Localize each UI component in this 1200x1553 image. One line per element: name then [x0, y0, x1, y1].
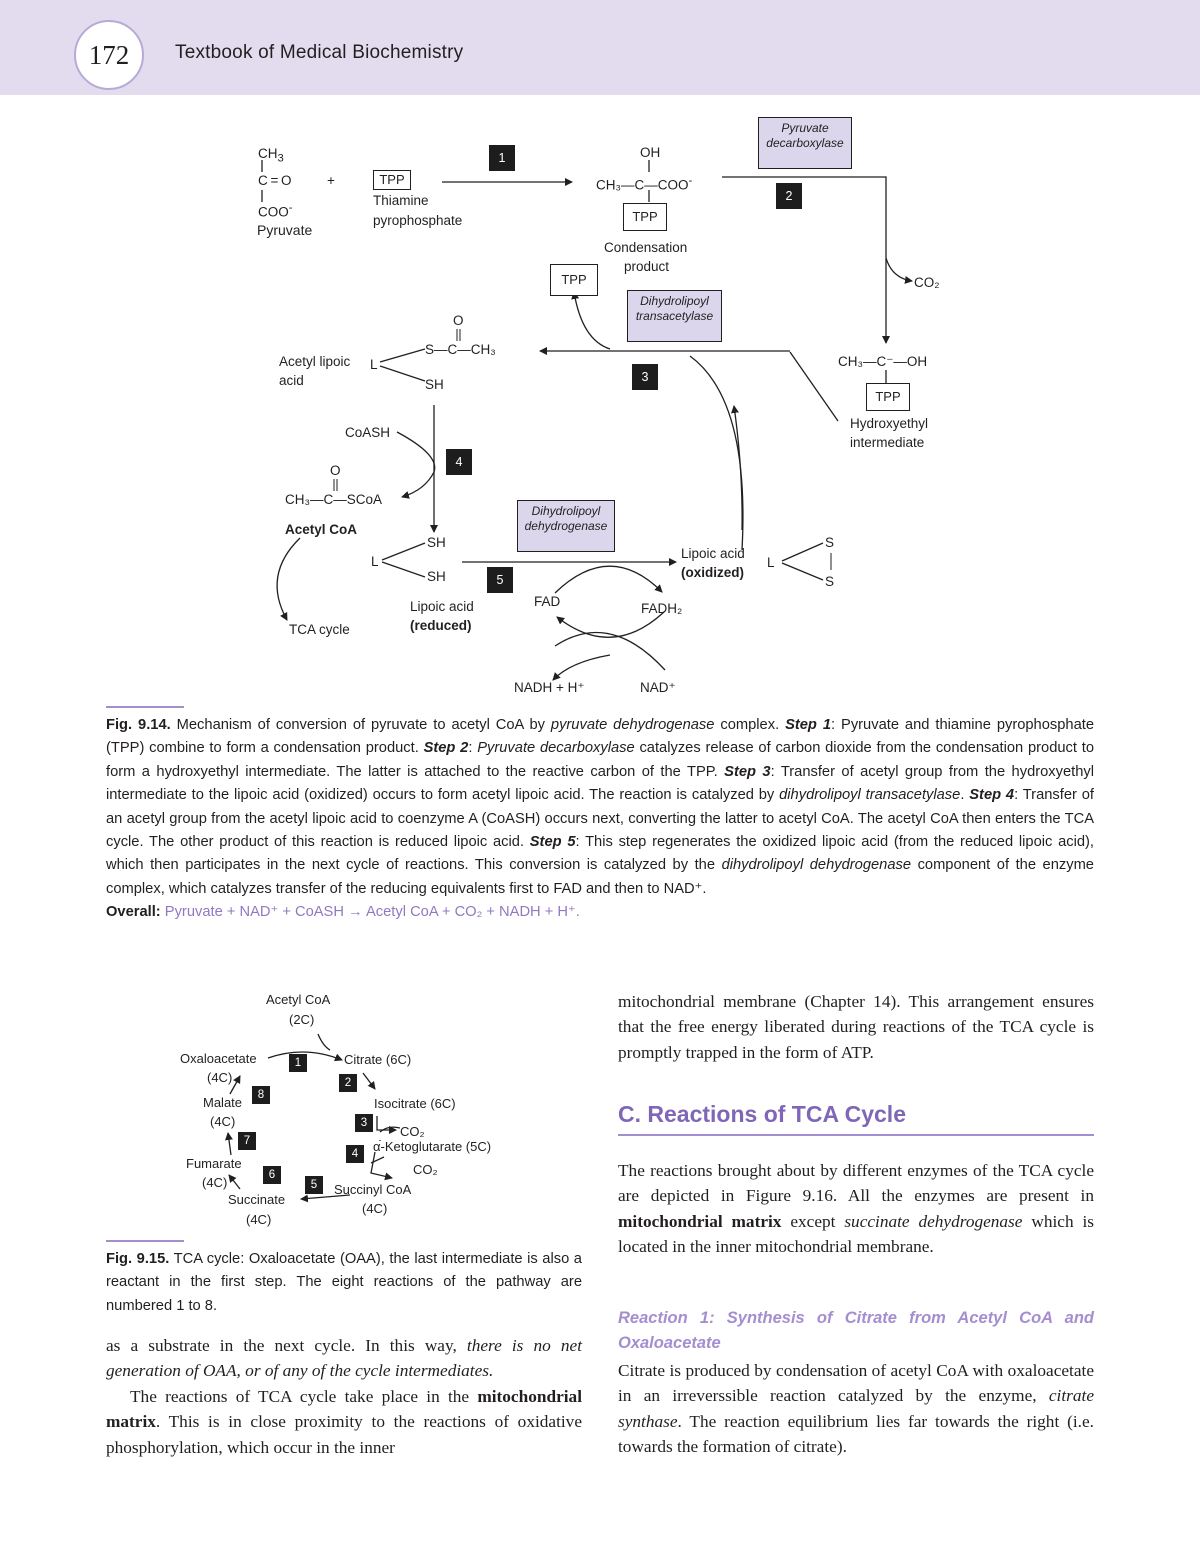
fig915-caption: Fig. 9.15. TCA cycle: Oxaloacetate (OAA)… [106, 1251, 582, 1314]
reduced-lipoic-label-1: Lipoic acid [410, 599, 474, 614]
fig914-caption: Fig. 9.14. Mechanism of conversion of py… [106, 717, 1095, 921]
hydroxyethyl-label-1: Hydroxyethyl [850, 416, 929, 431]
step-5-badge: 5 [487, 567, 513, 593]
nad-label: NAD⁺ [640, 680, 676, 695]
reduced-lipoic-sh-1: SH [427, 535, 446, 550]
header-band [0, 0, 1200, 95]
plus-sign: + [327, 173, 335, 188]
condensation-tpp-box: TPP [623, 203, 667, 231]
acetyl-coa-oxygen: O [330, 463, 341, 478]
tca-step-7: 7 [238, 1132, 256, 1150]
acetyl-lipoic-l: L [370, 357, 378, 372]
tca-fumarate: Fumarate [186, 1156, 242, 1171]
tca-succinate: Succinate [228, 1192, 286, 1207]
coash-label: CoASH [345, 425, 391, 440]
oxidized-lipoic-s-1: S [825, 535, 835, 550]
acetyl-lipoic-oxygen: O [453, 313, 464, 328]
acetyl-coa-label: Acetyl CoA [285, 522, 358, 537]
tca-fumarate-carbons: (4C) [202, 1175, 228, 1190]
right-paragraph-0: mitochondrial membrane (Chapter 14). Thi… [618, 992, 1094, 1062]
tca-succinate-carbons: (4C) [246, 1212, 272, 1227]
tca-acetyl-coa: Acetyl CoA [266, 992, 331, 1007]
pyruvate-label: Pyruvate [257, 222, 313, 238]
tca-isocitrate: Isocitrate (6C) [374, 1096, 456, 1111]
hydroxyethyl-tpp-box: TPP [866, 383, 910, 411]
tca-ketoglutarate: α-Ketoglutarate (5C) [373, 1139, 492, 1154]
tca-malate-carbons: (4C) [210, 1114, 236, 1129]
oxidized-lipoic-label-2: (oxidized) [681, 565, 744, 580]
page-number: 172 [74, 20, 144, 90]
pyruvate-ch3: CH3 [258, 146, 284, 165]
hydroxyethyl-label-2: intermediate [850, 435, 925, 450]
co2-label: CO₂ [914, 275, 940, 290]
reduced-lipoic-label-2: (reduced) [410, 618, 472, 633]
tca-cycle-label: TCA cycle [289, 622, 350, 637]
book-title: Textbook of Medical Biochemistry [175, 42, 464, 63]
condensation-oh: OH [640, 145, 661, 160]
condensation-label-2: product [624, 259, 670, 274]
tca-oxaloacetate: Oxaloacetate [180, 1051, 257, 1066]
condensation-label-1: Condensation [604, 240, 688, 255]
right-paragraph-1: The reactions brought about by different… [618, 1161, 1095, 1257]
step-3-badge: 3 [632, 364, 658, 390]
tca-co2-1: CO₂ [400, 1124, 425, 1139]
pyruvate-coo: COO- [258, 202, 293, 220]
reaction-1-heading: Reaction 1: Synthesis of Citrate from Ac… [618, 1309, 1094, 1352]
reduced-lipoic-sh-2: SH [427, 569, 446, 584]
tca-malate: Malate [203, 1095, 243, 1110]
caption-rule [106, 706, 184, 708]
step-1-badge: 1 [489, 145, 515, 171]
acetyl-coa-formula: CH₃—C—SCoA [285, 492, 383, 507]
hydroxyethyl-formula: CH₃—C⁻—OH [838, 354, 928, 369]
acetyl-lipoic-label-2: acid [279, 373, 304, 388]
reduced-lipoic-l: L [371, 554, 379, 569]
oxidized-lipoic-l: L [767, 555, 775, 570]
step-4-badge: 4 [446, 449, 472, 475]
tca-step-8: 8 [252, 1086, 270, 1104]
acetyl-lipoic-group: S—C—CH₃ [425, 342, 496, 357]
step-2-badge: 2 [776, 183, 802, 209]
right-paragraph-2: Citrate is produced by condensation of a… [618, 1361, 1094, 1457]
pyrophosphate-label: pyrophosphate [373, 213, 463, 228]
tca-step-2: 2 [339, 1074, 357, 1092]
tca-oxaloacetate-carbons: (4C) [207, 1070, 233, 1085]
tpp-box: TPP [373, 170, 411, 190]
acetyl-lipoic-label-1: Acetyl lipoic [279, 354, 351, 369]
tca-citrate: Citrate (6C) [344, 1052, 412, 1067]
oxidized-lipoic-s-2: S [825, 574, 835, 589]
caption-rule-2 [106, 1240, 184, 1242]
tca-step-5: 5 [305, 1176, 323, 1194]
left-paragraph-2: The reactions of TCA cycle take place in… [106, 1387, 582, 1457]
tca-succinyl-coa: Succinyl CoA [334, 1182, 412, 1197]
tca-step-1: 1 [289, 1054, 307, 1072]
section-rule [618, 1134, 1094, 1136]
tpp-released-box: TPP [550, 264, 598, 296]
tca-step-4: 4 [346, 1145, 364, 1163]
oxidized-lipoic-label-1: Lipoic acid [681, 546, 745, 561]
pyruvate-carbonyl: C = O [258, 173, 292, 188]
fad-label: FAD [534, 594, 561, 609]
tca-co2-2: CO₂ [413, 1162, 438, 1177]
nadh-label: NADH + H⁺ [514, 680, 585, 695]
condensation-formula: CH₃—C—COO- [596, 175, 693, 193]
tca-step-6: 6 [263, 1166, 281, 1184]
fadh2-label: FADH₂ [641, 601, 683, 616]
acetyl-lipoic-sh: SH [425, 377, 444, 392]
tca-succinyl-coa-carbons: (4C) [362, 1201, 388, 1216]
tca-step-3: 3 [355, 1114, 373, 1132]
tca-acetyl-coa-carbons: (2C) [289, 1012, 315, 1027]
thiamine-label: Thiamine [373, 193, 429, 208]
section-title: C. Reactions of TCA Cycle [618, 1101, 906, 1127]
left-paragraph-1: as a substrate in the next cycle. In thi… [106, 1336, 583, 1381]
